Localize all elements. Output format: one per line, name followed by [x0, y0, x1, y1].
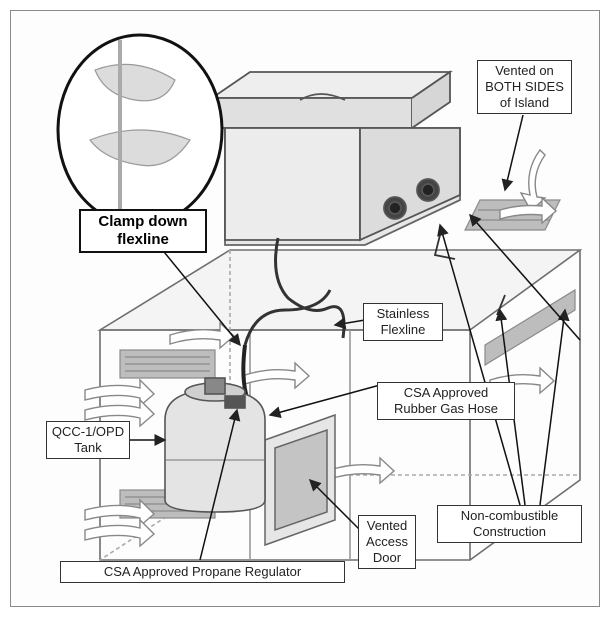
leader-regulator: [199, 408, 241, 561]
callout-line: QCC-1/OPD: [51, 424, 125, 439]
callout-line: BOTH SIDES: [485, 79, 564, 94]
callout-line: Tank: [74, 440, 102, 455]
leader-noncomb-1: [437, 223, 521, 506]
access-door: [264, 413, 336, 547]
callout-vented-island: Vented on BOTH SIDES of Island: [477, 60, 572, 114]
callout-line: flexline: [117, 231, 169, 248]
callout-tank: QCC-1/OPD Tank: [46, 421, 130, 459]
leader-csa-hose: [268, 384, 381, 419]
callout-csa-rubber-hose: CSA Approved Rubber Gas Hose: [377, 382, 515, 420]
callout-access-door: Vented Access Door: [358, 515, 416, 569]
vent-left-upper: [119, 349, 216, 379]
propane-tank: [164, 377, 266, 513]
callout-line: Vented on: [495, 63, 554, 78]
callout-clamp-flexline: Clamp down flexline: [79, 209, 207, 253]
leader-access-door: [308, 478, 366, 536]
leader-stainless: [333, 317, 366, 330]
bracket-1: [433, 234, 456, 260]
magnified-inset: [56, 33, 224, 227]
leader-vented-island: [501, 114, 524, 192]
callout-noncombustible: Non-combustible Construction: [437, 505, 582, 543]
leader-clamp: [159, 246, 241, 347]
callout-line: Vented: [366, 518, 408, 533]
callout-line: Construction: [473, 524, 546, 539]
callout-line: Access: [366, 534, 408, 549]
callout-line: Rubber Gas Hose: [393, 401, 499, 416]
callout-stainless-flexline: Stainless Flexline: [363, 303, 443, 341]
callout-line: Non-combustible: [460, 508, 559, 523]
leader-noncomb-4: [469, 213, 581, 341]
callout-line: CSA Approved: [403, 385, 489, 400]
grill-burner: [209, 70, 461, 246]
callout-line: Flexline: [380, 322, 426, 337]
stainless-flexline: [243, 237, 346, 346]
callout-line: Clamp down: [98, 213, 188, 230]
callout-line: CSA Approved Propane Regulator: [103, 564, 302, 579]
leader-noncomb-3: [539, 308, 570, 506]
airflow-arrows: [84, 148, 558, 548]
callout-line: of Island: [499, 95, 550, 110]
callout-regulator: CSA Approved Propane Regulator: [60, 561, 345, 583]
callout-line: Stainless: [376, 306, 430, 321]
callout-line: Door: [372, 550, 402, 565]
